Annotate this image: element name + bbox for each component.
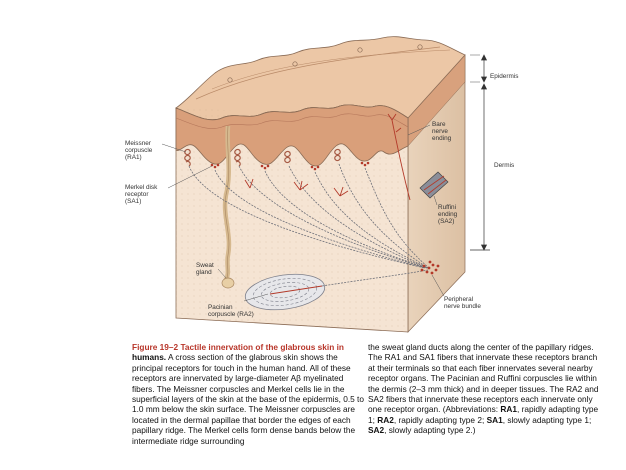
bare-nerve-ending-label: Bare nerve ending <box>432 121 452 142</box>
abbrev-code: SA2 <box>368 425 385 436</box>
caption-left-column: Figure 19–2 Tactile innervation of the g… <box>132 342 364 446</box>
pacinian-corpuscle-label: Pacinian corpuscle (RA2) <box>208 304 254 318</box>
abbrev-desc: , rapidly adapting type 2; <box>393 414 487 425</box>
dermis-label: Dermis <box>494 162 515 169</box>
leader-lines <box>161 54 480 302</box>
abbrev-desc: , slowly adapting type 1; <box>502 414 592 425</box>
nerve-fibers <box>188 163 430 269</box>
abbrev-desc: , rapidly adapting type 1; <box>368 404 599 425</box>
sweat-gland-label: Sweat gland <box>196 262 214 276</box>
ruffini-ending-label: Ruffini ending (SA2) <box>438 204 458 225</box>
pacinian-corpuscle <box>244 269 429 311</box>
figure-number: Figure 19–2 <box>132 342 179 352</box>
meissner-corpuscle-label: Meissner corpuscle (RA1) <box>125 140 153 161</box>
abbrev-code: SA1 <box>486 414 503 425</box>
abbrev-code: RA1 <box>500 404 517 415</box>
sweat-pore <box>292 61 298 67</box>
sweat-pore <box>357 47 363 53</box>
ruffini-ending <box>419 171 449 199</box>
peripheral-nerve-bundle-label: Peripheral nerve bundle <box>444 296 481 310</box>
sweat-pore <box>227 77 233 83</box>
figure-title-black: humans. <box>132 352 167 363</box>
caption-right-column: the sweat gland ducts along the center o… <box>368 342 600 436</box>
sweat-pore <box>417 44 423 50</box>
merkel-disks <box>210 161 370 171</box>
meissner-corpuscle <box>184 148 341 167</box>
figure-title-red: Tactile innervation of the glabrous skin… <box>180 342 344 352</box>
abbrev-code: RA2 <box>377 414 394 425</box>
caption-right-text: the sweat gland ducts along the center o… <box>368 342 599 415</box>
sweat-gland-coil <box>221 277 235 289</box>
abbrev-desc: , slowly adapting type 2.) <box>384 425 476 436</box>
skin-cross-section-illustration <box>161 36 490 333</box>
epidermis-label: Epidermis <box>490 73 519 80</box>
peripheral-nerve-bundle <box>420 260 440 275</box>
dimension-arrows <box>470 54 490 251</box>
caption-left-text: A cross section of the glabrous skin sho… <box>132 352 364 446</box>
merkel-disk-receptor-label: Merkel disk receptor (SA1) <box>125 184 158 205</box>
bare-nerve-endings <box>244 113 411 201</box>
